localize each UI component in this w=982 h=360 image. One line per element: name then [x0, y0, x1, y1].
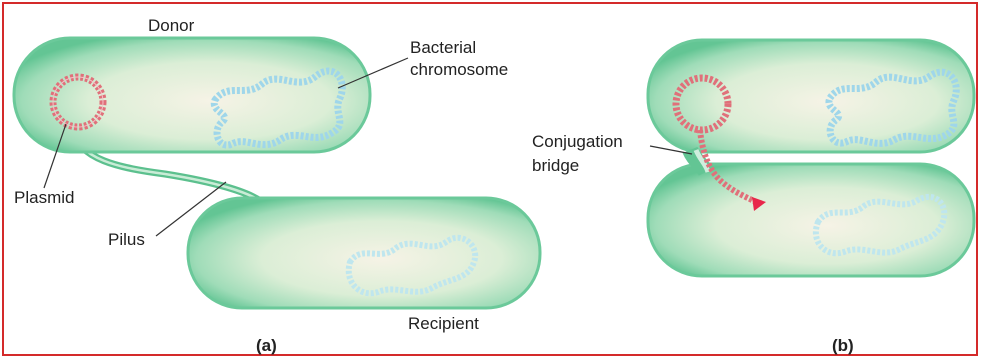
- recipient-label: Recipient: [408, 314, 479, 334]
- conjugation-bridge-label-line2: bridge: [532, 156, 579, 176]
- pilus-label: Pilus: [108, 230, 145, 250]
- bacterial-chromosome-label-line2: chromosome: [410, 60, 508, 80]
- donor-label: Donor: [148, 16, 194, 36]
- panel-a-label: (a): [256, 336, 277, 356]
- panel-b-label: (b): [832, 336, 854, 356]
- bacterial-chromosome-label-line1: Bacterial: [410, 38, 476, 58]
- plasmid-label: Plasmid: [14, 188, 74, 208]
- recipient-cell-b: [648, 164, 974, 276]
- conjugation-bridge-label-line1: Conjugation: [532, 132, 623, 152]
